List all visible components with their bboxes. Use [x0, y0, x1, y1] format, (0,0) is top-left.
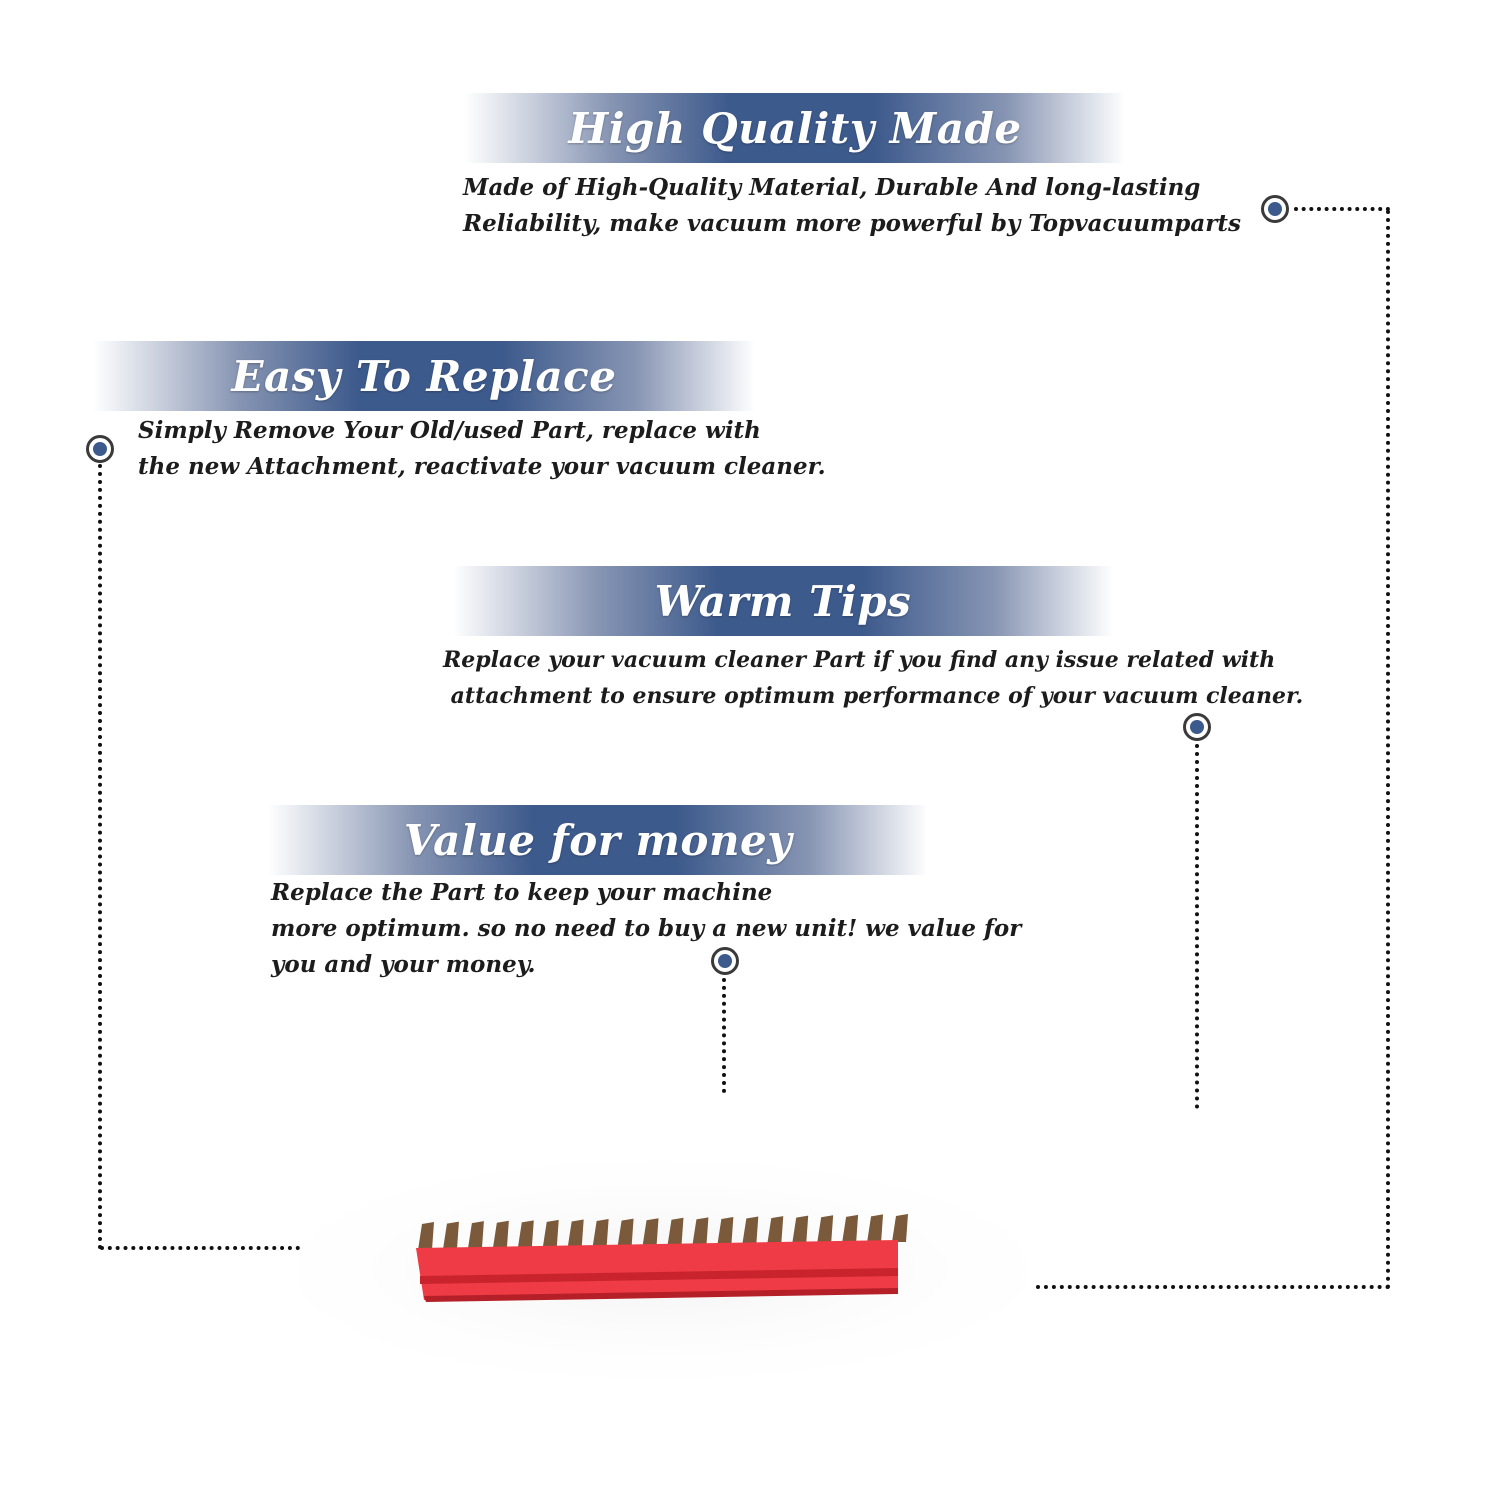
description-line: Replace your vacuum cleaner Part if you …: [443, 647, 1276, 673]
section-title: Value for money: [403, 815, 793, 865]
bristle: [542, 1219, 559, 1248]
bristle: [492, 1220, 509, 1249]
bristle: [767, 1216, 784, 1245]
bristle: [567, 1219, 584, 1248]
bristles: [418, 1214, 908, 1250]
bristle: [667, 1217, 684, 1246]
dotted-connector: [100, 1246, 300, 1254]
bullet-icon: [1261, 195, 1289, 223]
section-description: Replace the Part to keep your machine mo…: [271, 875, 1021, 983]
description-line: attachment to ensure optimum performance…: [443, 683, 1304, 709]
bristle: [617, 1218, 634, 1247]
banner-easy-replace: Easy To Replace: [93, 341, 755, 411]
bristle: [692, 1217, 709, 1246]
section-title: Warm Tips: [654, 576, 912, 626]
bristle: [717, 1216, 734, 1245]
bristle: [892, 1214, 908, 1242]
dotted-connector: [1294, 207, 1390, 215]
bullet-icon: [711, 947, 739, 975]
section-title: Easy To Replace: [231, 351, 617, 401]
bristle: [867, 1214, 884, 1243]
bullet-icon: [1183, 713, 1211, 741]
bristle: [642, 1218, 659, 1247]
description-line: more optimum. so no need to buy a new un…: [271, 915, 1022, 942]
description-line: Made of High-Quality Material, Durable A…: [463, 174, 1201, 201]
description-line: the new Attachment, reactivate your vacu…: [138, 453, 826, 480]
bristle: [592, 1219, 609, 1248]
description-line: Replace the Part to keep your machine: [271, 879, 773, 906]
banner-warm-tips: Warm Tips: [453, 566, 1113, 636]
dotted-connector: [1036, 1285, 1390, 1293]
dotted-connector: [1195, 744, 1203, 1109]
bristle: [792, 1215, 809, 1244]
bristle: [442, 1221, 459, 1250]
dotted-connector: [98, 464, 106, 1250]
bristle: [842, 1214, 859, 1243]
section-description: Replace your vacuum cleaner Part if you …: [443, 642, 1303, 714]
bristle: [517, 1220, 534, 1249]
banner-high-quality: High Quality Made: [465, 93, 1125, 163]
bristle: [467, 1221, 484, 1250]
description-line: Simply Remove Your Old/used Part, replac…: [138, 417, 761, 444]
banner-value-money: Value for money: [268, 805, 928, 875]
bristle: [418, 1222, 434, 1250]
section-description: Made of High-Quality Material, Durable A…: [463, 170, 1241, 242]
bristle: [817, 1215, 834, 1244]
section-description: Simply Remove Your Old/used Part, replac…: [138, 413, 826, 485]
bullet-icon: [86, 435, 114, 463]
brush-strip-image: [300, 1160, 1030, 1380]
dotted-connector: [722, 978, 730, 1093]
bristle: [742, 1216, 759, 1245]
description-line: Reliability, make vacuum more powerful b…: [463, 210, 1241, 237]
section-title: High Quality Made: [568, 103, 1022, 153]
dotted-connector: [1386, 210, 1394, 1290]
description-line: you and your money.: [271, 951, 536, 978]
